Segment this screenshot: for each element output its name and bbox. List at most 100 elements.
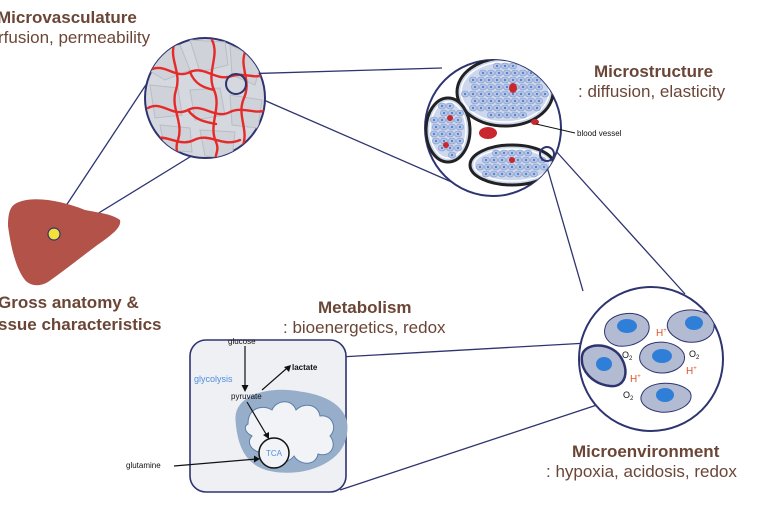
cell-nucleus [487, 78, 491, 82]
microvasculature-title: Microvasculature [0, 8, 137, 27]
cell-nucleus [434, 125, 438, 129]
cell-nucleus [486, 165, 490, 169]
cell-nucleus [521, 99, 525, 103]
cell-nucleus [527, 106, 531, 110]
cell-nucleus [527, 78, 531, 82]
cell-nucleus [518, 165, 522, 169]
cell-nucleus [471, 78, 475, 82]
cell-nucleus [456, 132, 460, 136]
microenvironment-circle: O2 O2 O2 H+ H+ H+ [578, 286, 724, 432]
cell-nucleus [440, 104, 444, 108]
cell-nucleus [511, 78, 515, 82]
cell-nucleus [478, 165, 482, 169]
cell-nucleus [497, 113, 501, 117]
cell-nucleus [489, 71, 493, 75]
cell-nucleus [526, 165, 530, 169]
gross-anatomy-title-line1: Gross anatomy & [0, 293, 139, 312]
cell-nucleus [529, 99, 533, 103]
pyruvate-label: pyruvate [231, 392, 262, 401]
cell-nucleus [495, 92, 499, 96]
cell-nucleus [519, 106, 523, 110]
cell-nucleus [510, 151, 514, 155]
cell-nucleus [494, 151, 498, 155]
cell-nucleus [502, 165, 506, 169]
glutamine-label: glutamine [126, 461, 161, 470]
cell-nucleus [513, 71, 517, 75]
cell-nucleus [521, 85, 525, 89]
microstructure-title: Microstructure [594, 62, 714, 81]
cell-nucleus [511, 64, 515, 68]
cell-nucleus [513, 113, 517, 117]
cell-nucleus [484, 158, 488, 162]
cell-nucleus [505, 85, 509, 89]
cell-nucleus [516, 172, 520, 176]
microstructure-subtitle: : diffusion, elasticity [578, 82, 726, 101]
microstructure-circle: blood vessel [424, 59, 622, 197]
cell-nucleus [518, 151, 522, 155]
microenvironment-subtitle: : hypoxia, acidosis, redox [546, 462, 737, 481]
cell-nucleus [456, 118, 460, 122]
microvasculature-subtitle: rfusion, permeability [0, 28, 151, 47]
cell-nucleus [463, 92, 467, 96]
lactate-label: lactate [292, 363, 318, 372]
o2-label-1: O2 [622, 350, 633, 362]
cell-nucleus [519, 78, 523, 82]
cell-nucleus [458, 111, 462, 115]
cell-nucleus [524, 158, 528, 162]
cell-nucleus [440, 118, 444, 122]
cell-nucleus [489, 99, 493, 103]
cell-nucleus [502, 151, 506, 155]
cell-nucleus [458, 139, 462, 143]
metabolism-title: Metabolism [318, 298, 412, 317]
blood-vessel-label: blood vessel [577, 129, 622, 138]
glucose-label: glucose [228, 337, 256, 346]
cell-nucleus [450, 153, 454, 157]
microvasculature-circle [144, 37, 266, 159]
cell-nucleus [450, 139, 454, 143]
cell-nucleus [487, 92, 491, 96]
cell-nucleus [434, 139, 438, 143]
cell-nucleus [473, 99, 477, 103]
cell-nucleus [535, 92, 539, 96]
cell-nucleus [543, 92, 547, 96]
cell-nucleus [458, 125, 462, 129]
cell-nucleus [516, 158, 520, 162]
cell-nucleus [535, 106, 539, 110]
cell-nucleus [481, 71, 485, 75]
cell-nucleus [432, 132, 436, 136]
cell-nucleus [471, 92, 475, 96]
cell-nucleus [492, 172, 496, 176]
cell-nucleus [442, 139, 446, 143]
cell-nucleus [503, 92, 507, 96]
cell-nucleus [511, 106, 515, 110]
glycolysis-label: glycolysis [194, 374, 233, 384]
cell-nucleus [497, 71, 501, 75]
cell-nucleus [489, 113, 493, 117]
cell-nucleus [503, 64, 507, 68]
cell-nucleus [479, 92, 483, 96]
metabolism-subtitle: : bioenergetics, redox [283, 318, 446, 337]
microenvironment-title: Microenvironment [572, 442, 720, 461]
cell-nucleus [487, 106, 491, 110]
metabolism-cell: TCA glucose glycolysis pyruvate lactate … [126, 337, 348, 493]
cell-nucleus [500, 158, 504, 162]
cell-nucleus [450, 125, 454, 129]
cell-nucleus [511, 92, 515, 96]
cell-nucleus [519, 92, 523, 96]
o2-label-3: O2 [623, 390, 634, 402]
cell-nucleus [489, 85, 493, 89]
cell-nucleus [440, 132, 444, 136]
cell-nucleus [505, 113, 509, 117]
cell-nucleus [481, 99, 485, 103]
cell-nucleus [537, 85, 541, 89]
cell-nucleus [497, 99, 501, 103]
cell-nucleus [505, 99, 509, 103]
cell-nucleus [503, 106, 507, 110]
cell-nucleus [534, 165, 538, 169]
cell-nucleus [481, 85, 485, 89]
connector-lines [49, 61, 686, 491]
cell-nucleus [471, 106, 475, 110]
cell-nucleus [497, 85, 501, 89]
cell-nucleus [442, 125, 446, 129]
cell-nucleus [529, 85, 533, 89]
